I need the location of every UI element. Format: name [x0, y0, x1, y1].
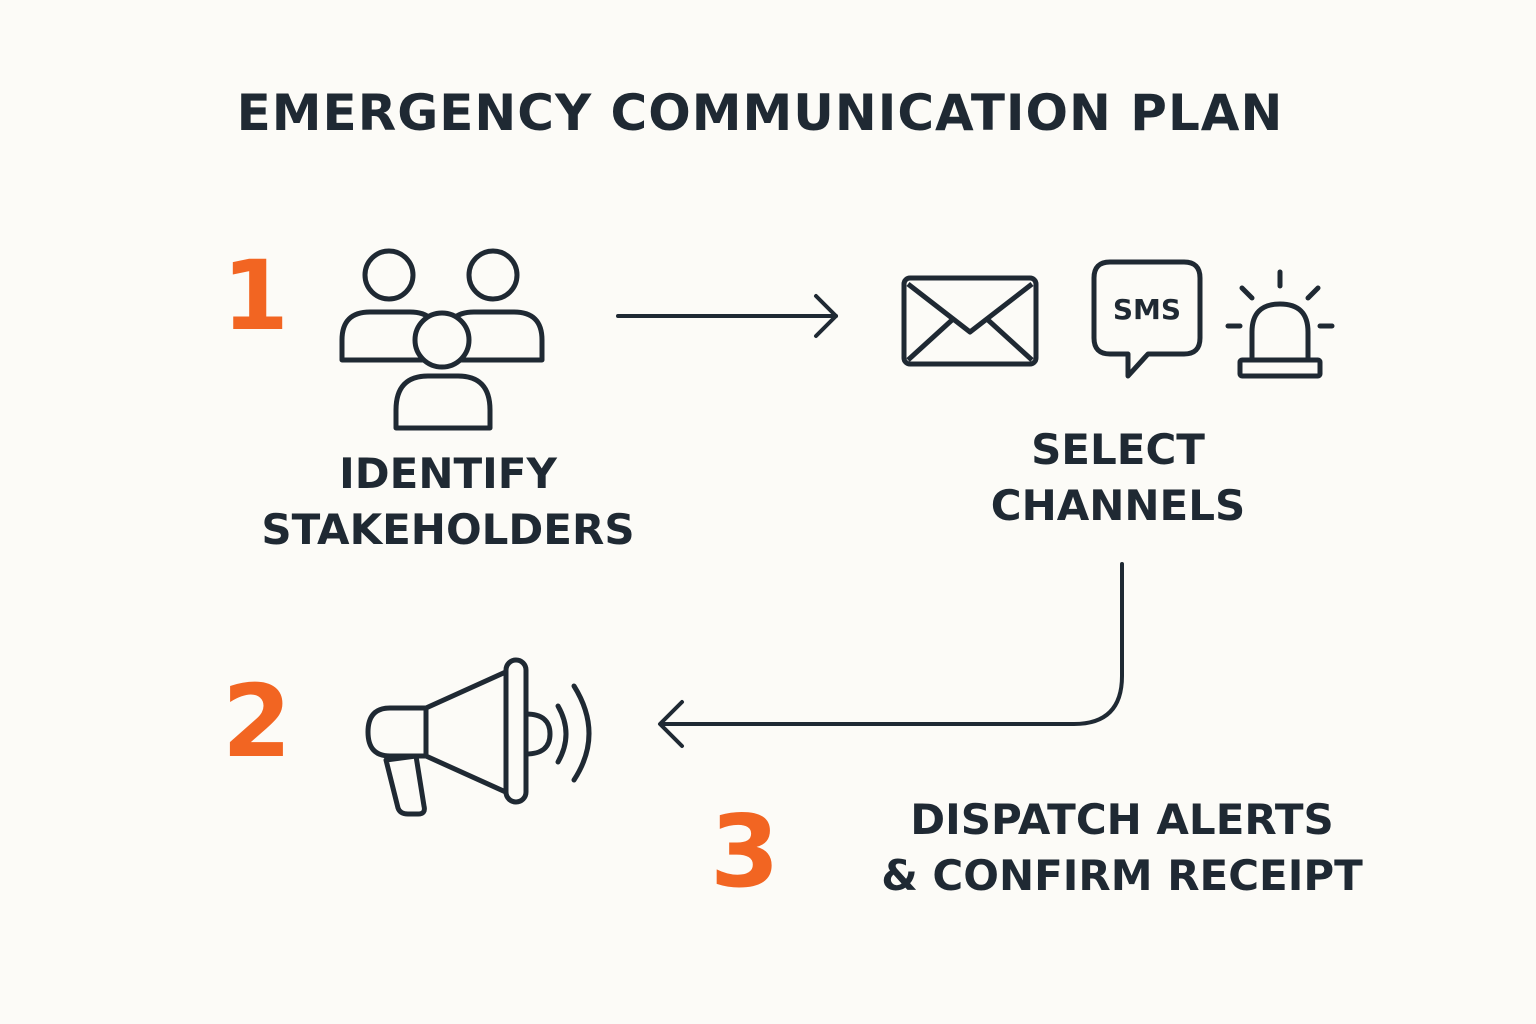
- arrow-return-connector: [658, 562, 1124, 748]
- step-1-label-line-1: IDENTIFY: [339, 449, 557, 498]
- arrow-right-connector: [616, 294, 838, 338]
- dispatch-alerts-label-line-1: DISPATCH ALERTS: [910, 795, 1334, 844]
- sms-icon: SMS: [1091, 259, 1203, 379]
- step-number-3: 3: [710, 793, 780, 910]
- step-1-label: IDENTIFY STAKEHOLDERS: [248, 446, 648, 558]
- step-1-label-line-2: STAKEHOLDERS: [261, 505, 635, 554]
- step-number-1: 1: [222, 240, 289, 352]
- megaphone-icon: [365, 657, 592, 817]
- dispatch-alerts-label-line-2: & CONFIRM RECEIPT: [881, 851, 1363, 900]
- select-channels-label-line-2: CHANNELS: [990, 481, 1246, 530]
- alarm-light-icon: [1225, 269, 1335, 379]
- diagram-title: EMERGENCY COMMUNICATION PLAN: [236, 84, 1284, 142]
- select-channels-label: SELECT CHANNELS: [958, 422, 1278, 534]
- select-channels-label-line-1: SELECT: [1031, 425, 1205, 474]
- dispatch-alerts-label: DISPATCH ALERTS & CONFIRM RECEIPT: [862, 792, 1382, 904]
- step-number-2: 2: [222, 663, 292, 780]
- email-icon: [901, 275, 1039, 367]
- sms-icon-text: SMS: [1113, 293, 1181, 326]
- people-group-icon: [339, 248, 545, 431]
